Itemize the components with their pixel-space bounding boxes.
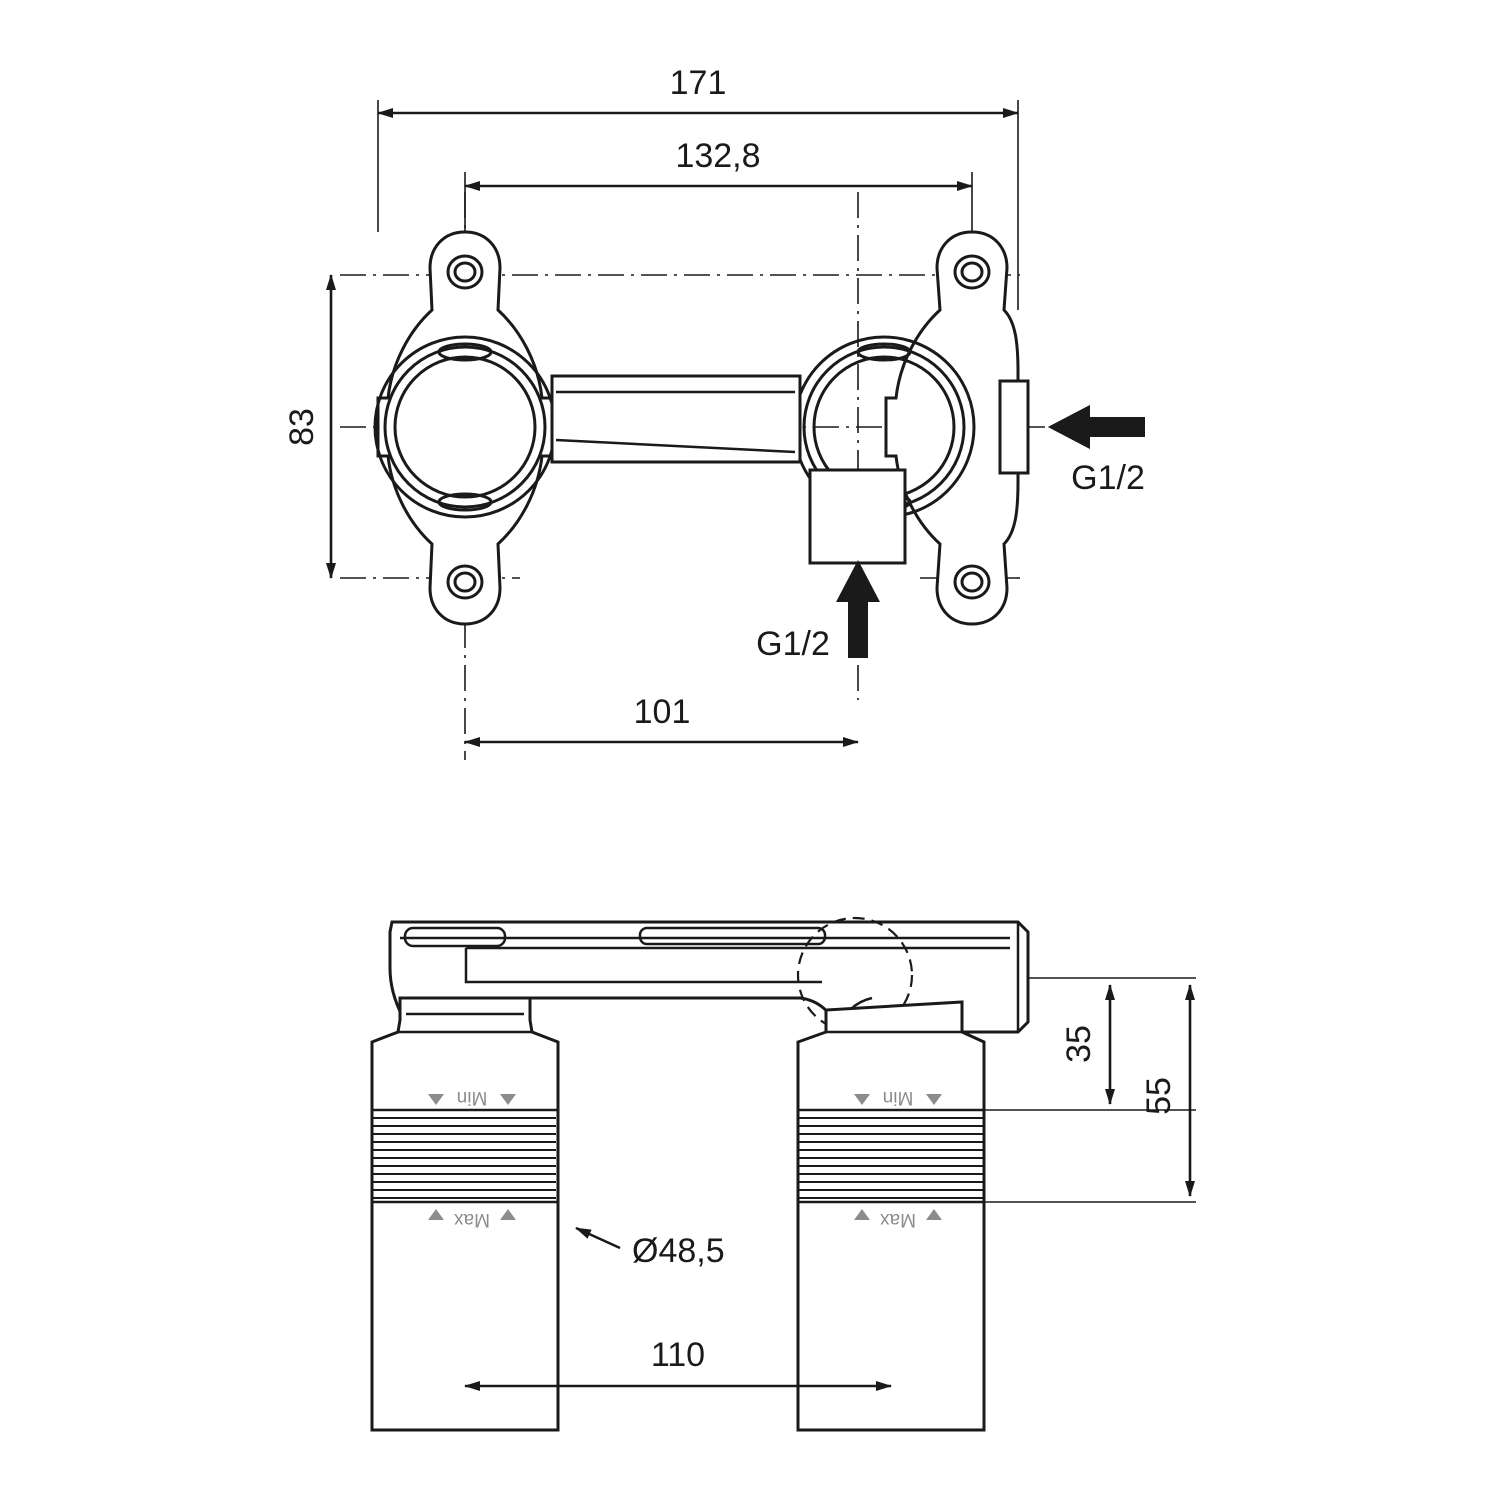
right-min-marker: Min bbox=[854, 1087, 942, 1108]
left-screw-holes bbox=[437, 254, 493, 600]
connecting-bar bbox=[550, 374, 802, 464]
inlet-arrow-bottom bbox=[836, 560, 880, 658]
dimension-55-label: 55 bbox=[1140, 1077, 1178, 1115]
left-max-label: Max bbox=[454, 1209, 490, 1230]
hidden-circle-side bbox=[796, 916, 914, 1034]
left-max-marker: Max bbox=[428, 1209, 516, 1230]
left-cylinder-lines bbox=[372, 1012, 558, 1204]
dimension-110-label: 110 bbox=[651, 1336, 705, 1374]
right-max-label: Max bbox=[880, 1209, 916, 1230]
inlet-arrow-right bbox=[1048, 405, 1145, 449]
dimension-1328: 132,8 bbox=[464, 137, 973, 232]
left-min-label: Min bbox=[457, 1087, 488, 1108]
left-cartridge-cylinder bbox=[370, 996, 560, 1432]
right-body-plate bbox=[884, 230, 1020, 626]
side-view-group: Min Max Min Max bbox=[370, 916, 1196, 1432]
dimension-110: 110 bbox=[464, 1336, 892, 1391]
dimension-171: 171 bbox=[377, 64, 1019, 310]
inlet-label-right: G1/2 bbox=[1071, 459, 1145, 497]
bottom-inlet-spigot bbox=[808, 468, 907, 565]
right-thread-hatch bbox=[798, 1117, 984, 1199]
right-cylinder-lines bbox=[798, 1030, 984, 1204]
dimension-35: 35 bbox=[1060, 984, 1115, 1105]
dimension-83: 83 bbox=[283, 274, 336, 579]
diameter-label: Ø48,5 bbox=[632, 1232, 725, 1270]
right-min-label: Min bbox=[883, 1087, 914, 1108]
side-extension-lines bbox=[984, 977, 1196, 1203]
left-body-plate bbox=[376, 230, 554, 626]
inlet-label-bottom: G1/2 bbox=[756, 625, 830, 663]
side-spout-details bbox=[400, 922, 1020, 1033]
dimension-101-label: 101 bbox=[634, 693, 691, 731]
dimension-35-label: 35 bbox=[1060, 1025, 1098, 1063]
dimension-55: 55 bbox=[1140, 984, 1195, 1197]
right-inlet-spigot bbox=[998, 379, 1030, 475]
right-max-marker: Max bbox=[854, 1209, 942, 1230]
dimension-171-label: 171 bbox=[670, 64, 727, 102]
left-thread-hatch bbox=[372, 1117, 556, 1199]
connecting-bar-details bbox=[555, 390, 796, 454]
dimension-101: 101 bbox=[464, 693, 859, 747]
dimension-83-label: 83 bbox=[283, 408, 321, 446]
front-view-group: 171 132,8 83 101 bbox=[283, 64, 1145, 760]
left-min-marker: Min bbox=[428, 1087, 516, 1108]
diameter-leader: Ø48,5 bbox=[575, 1226, 725, 1270]
dimension-1328-label: 132,8 bbox=[675, 137, 760, 175]
